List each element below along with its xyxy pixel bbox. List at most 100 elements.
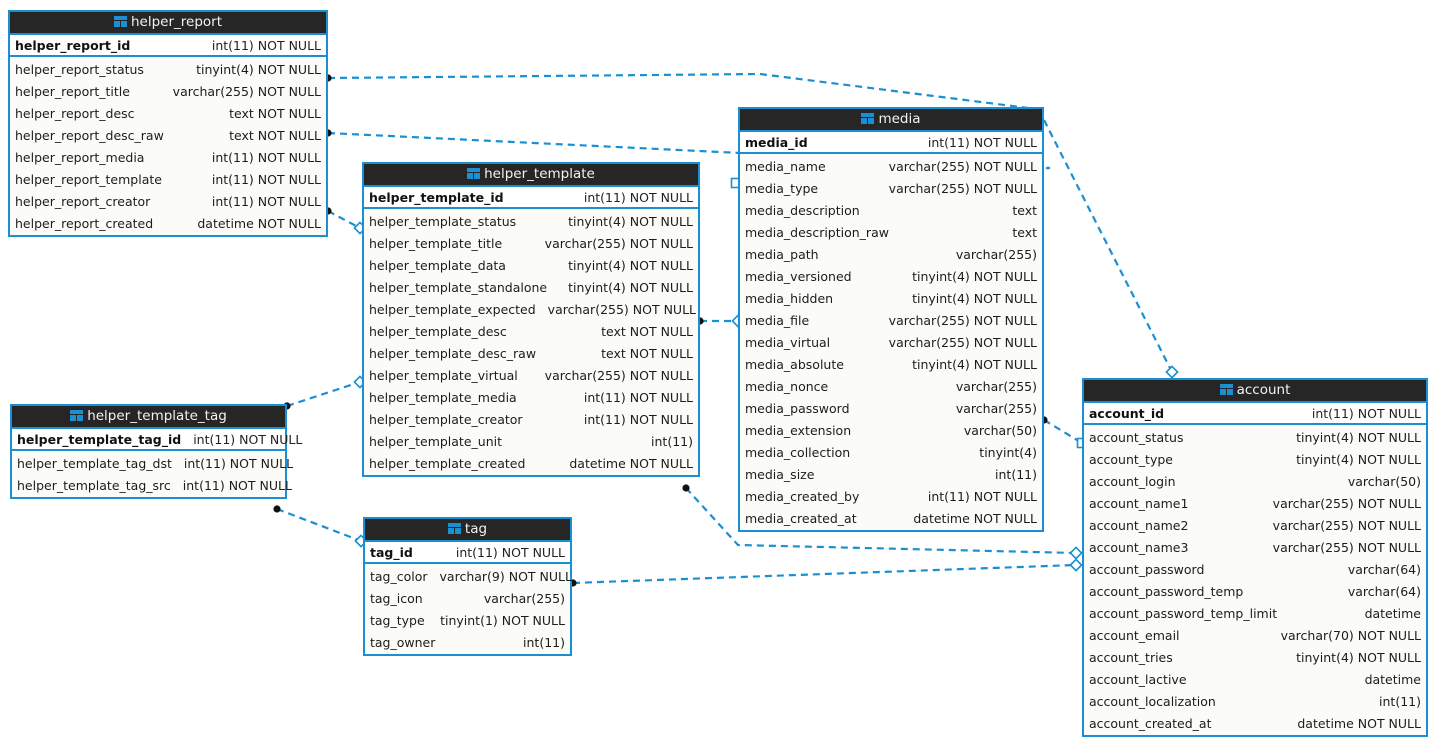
table-header-helper_report[interactable]: helper_report — [10, 12, 326, 35]
column-name: helper_report_media — [15, 149, 145, 165]
relationship-rel-tmpltag-template[interactable] — [283, 375, 367, 410]
column-name: helper_template_created — [369, 455, 526, 471]
table-title: tag — [464, 521, 488, 537]
column-name: helper_template_standalone — [369, 279, 548, 295]
table-icon — [70, 410, 84, 421]
column-type: varchar(255) — [955, 400, 1037, 416]
relationship-rel-template-media[interactable] — [696, 314, 745, 328]
column-name: account_name3 — [1089, 539, 1189, 555]
table-header-media[interactable]: media — [740, 109, 1042, 132]
relationship-rel-tag-account[interactable] — [569, 558, 1083, 587]
column-type: tinyint(4) NOT NULL — [1296, 429, 1421, 445]
relationship-rel-report-media[interactable] — [324, 72, 1045, 112]
column-type: varchar(255) NOT NULL — [1272, 495, 1421, 511]
table-header-account[interactable]: account — [1084, 380, 1426, 403]
column-type: datetime NOT NULL — [1297, 715, 1421, 731]
relationship-rel-media-account[interactable] — [1043, 119, 1179, 379]
relationship-rel-media-account2[interactable] — [1040, 416, 1088, 449]
relationship-rel-tmpltag-tag[interactable] — [273, 505, 368, 548]
table-header-helper_template[interactable]: helper_template — [364, 164, 698, 187]
column-type: text — [1012, 202, 1037, 218]
table-icon — [861, 113, 875, 124]
table-title: account — [1236, 382, 1291, 398]
table-header-helper_template_tag[interactable]: helper_template_tag — [12, 406, 285, 429]
table-header-tag[interactable]: tag — [365, 519, 570, 542]
relationship-rel-report-template[interactable] — [324, 207, 367, 235]
table-icon — [113, 16, 127, 27]
